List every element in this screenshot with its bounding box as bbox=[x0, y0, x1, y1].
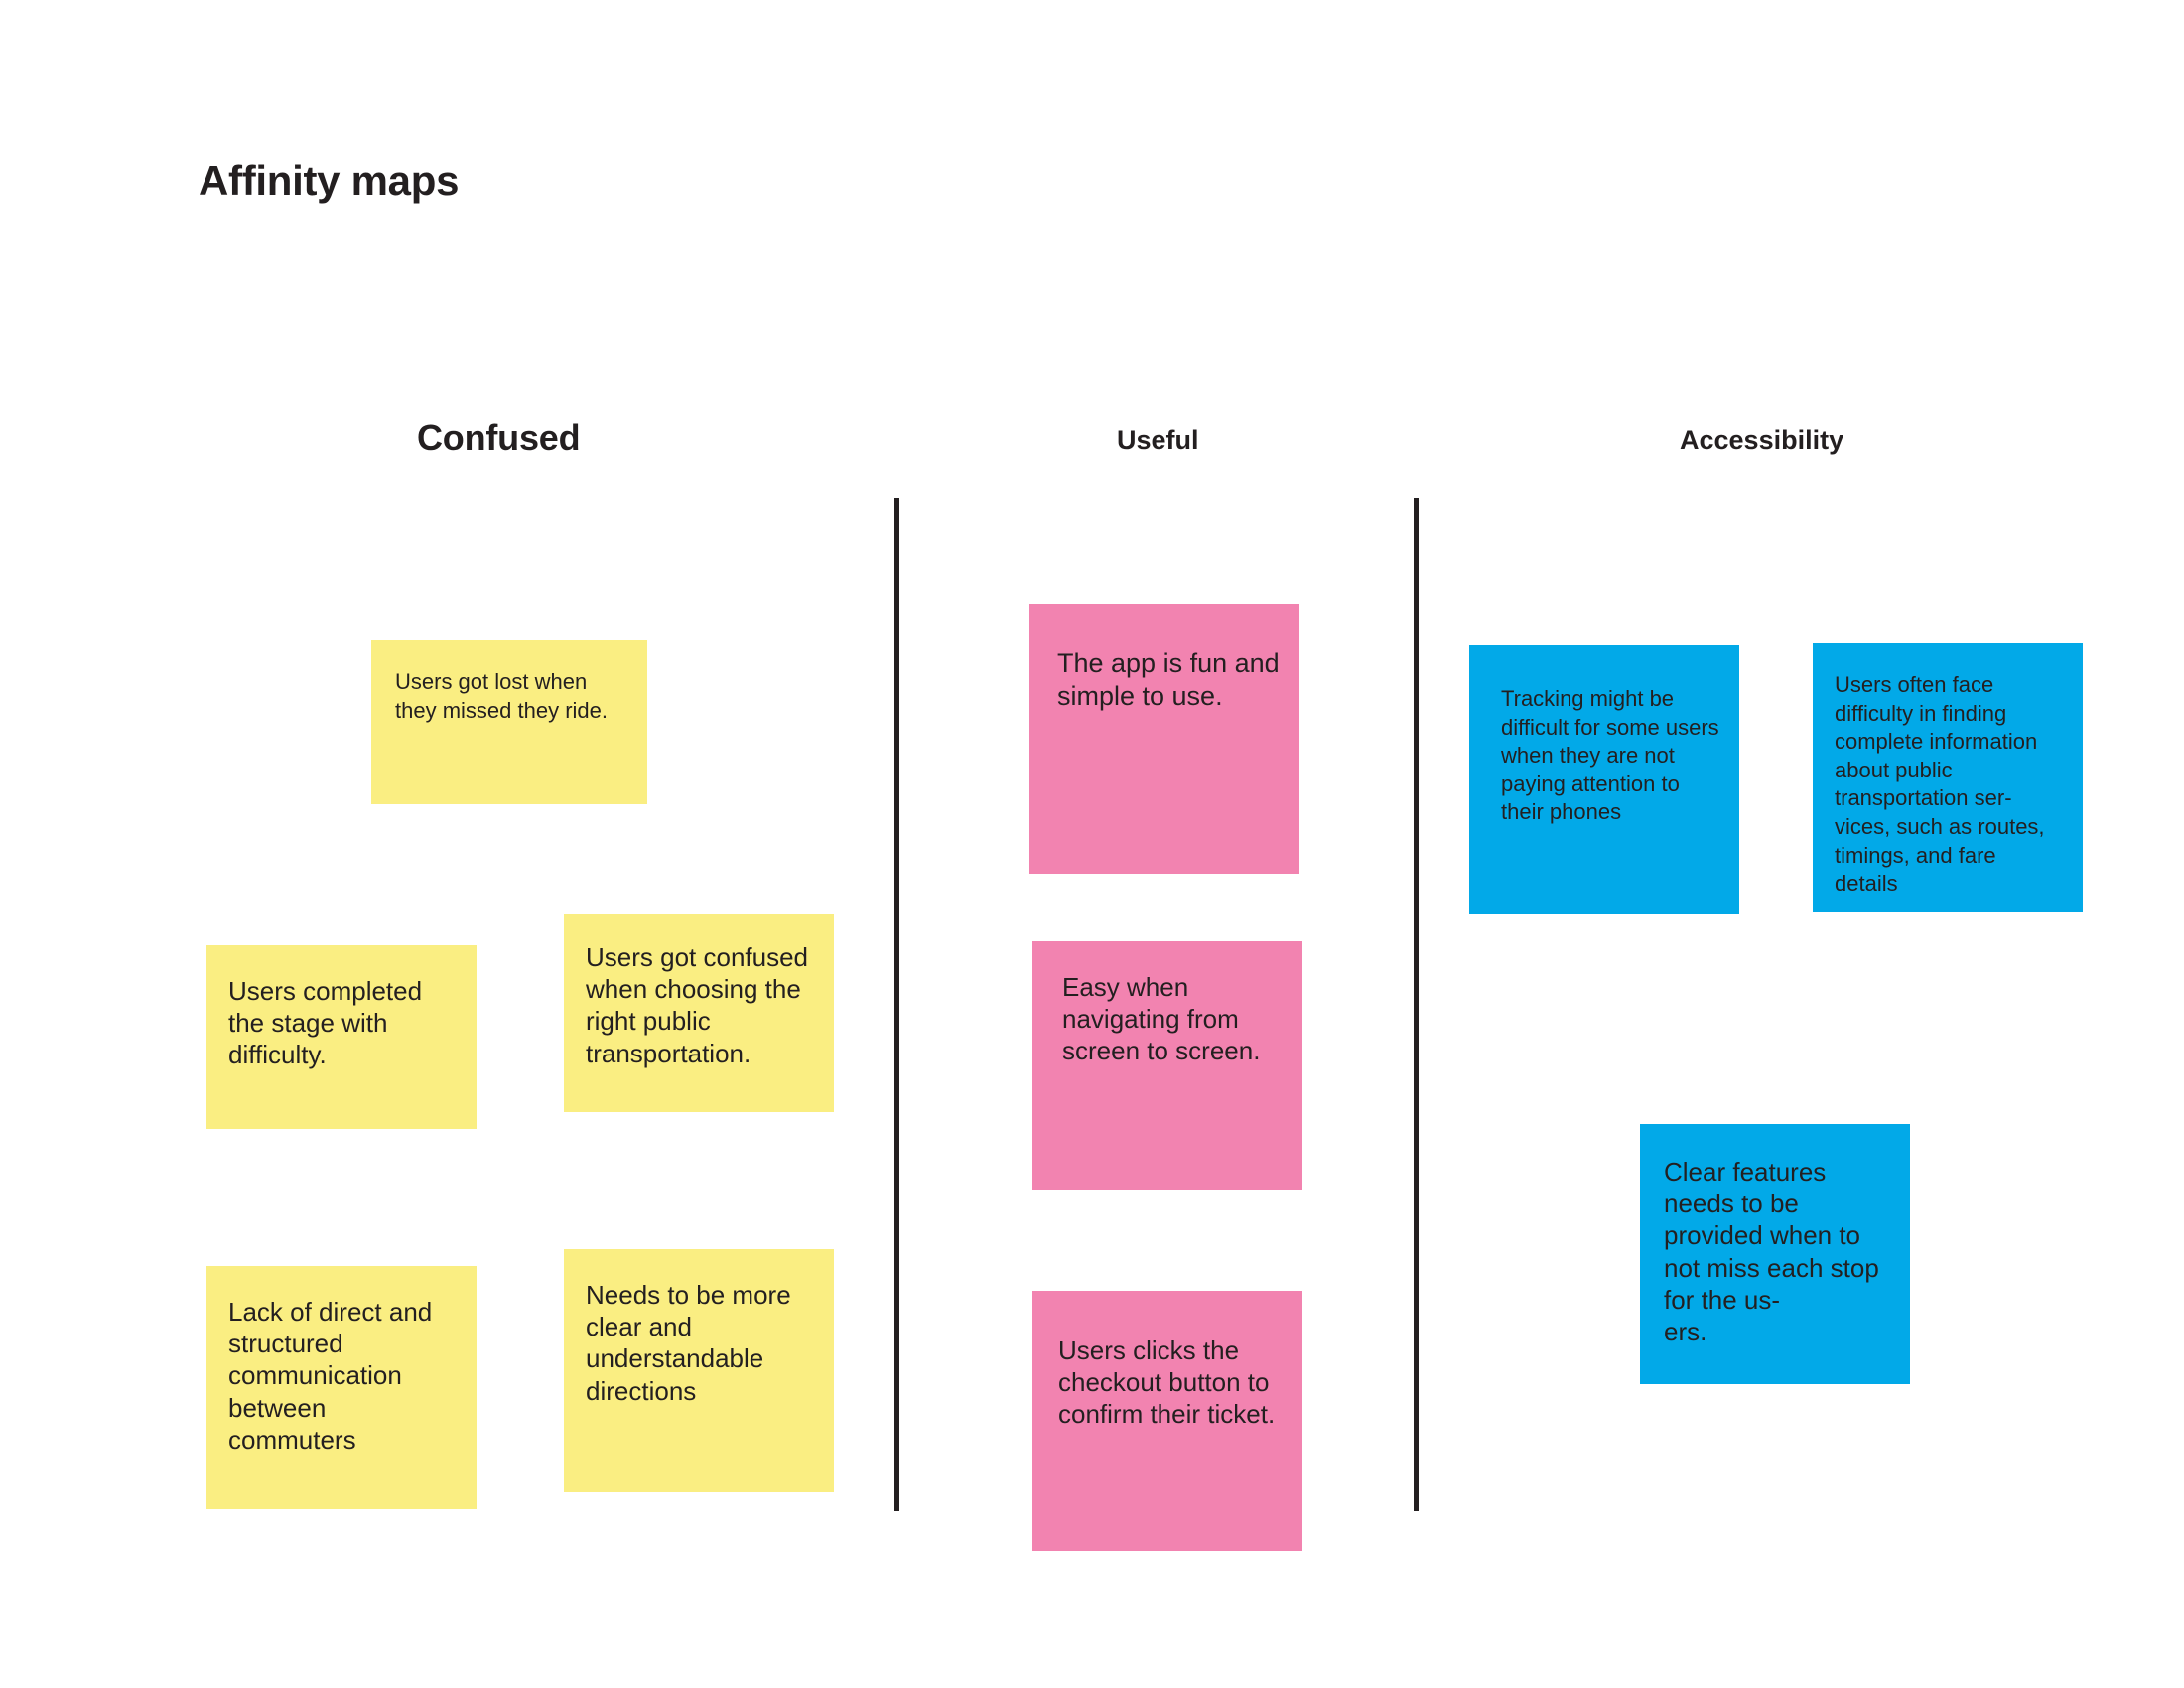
sticky-note-useful-fun[interactable]: The app is fun and simple to use. bbox=[1029, 604, 1299, 874]
sticky-note-confused-lost[interactable]: Users got lost when they missed they rid… bbox=[371, 640, 647, 804]
column-divider-1 bbox=[894, 498, 899, 1511]
sticky-note-useful-checkout[interactable]: Users clicks the checkout button to conf… bbox=[1032, 1291, 1302, 1551]
column-header-useful: Useful bbox=[1117, 425, 1199, 455]
page-title: Affinity maps bbox=[199, 157, 460, 204]
sticky-note-accessibility-tracking[interactable]: Tracking might be difficult for some use… bbox=[1469, 645, 1739, 914]
column-header-accessibility: Accessibility bbox=[1680, 425, 1844, 455]
sticky-note-accessibility-information[interactable]: Users often face difficulty in finding c… bbox=[1813, 643, 2083, 912]
sticky-note-confused-completed[interactable]: Users completed the stage with difficult… bbox=[206, 945, 477, 1129]
sticky-note-confused-choosing[interactable]: Users got confused when choosing the rig… bbox=[564, 914, 834, 1112]
sticky-note-useful-easy[interactable]: Easy when navigating from screen to scre… bbox=[1032, 941, 1302, 1190]
sticky-note-confused-directions[interactable]: Needs to be more clear and understandabl… bbox=[564, 1249, 834, 1492]
column-divider-2 bbox=[1414, 498, 1419, 1511]
sticky-note-confused-communication[interactable]: Lack of direct and structured communicat… bbox=[206, 1266, 477, 1509]
column-header-confused: Confused bbox=[417, 417, 581, 458]
sticky-note-accessibility-clear-features[interactable]: Clear features needs to be provided when… bbox=[1640, 1124, 1910, 1384]
